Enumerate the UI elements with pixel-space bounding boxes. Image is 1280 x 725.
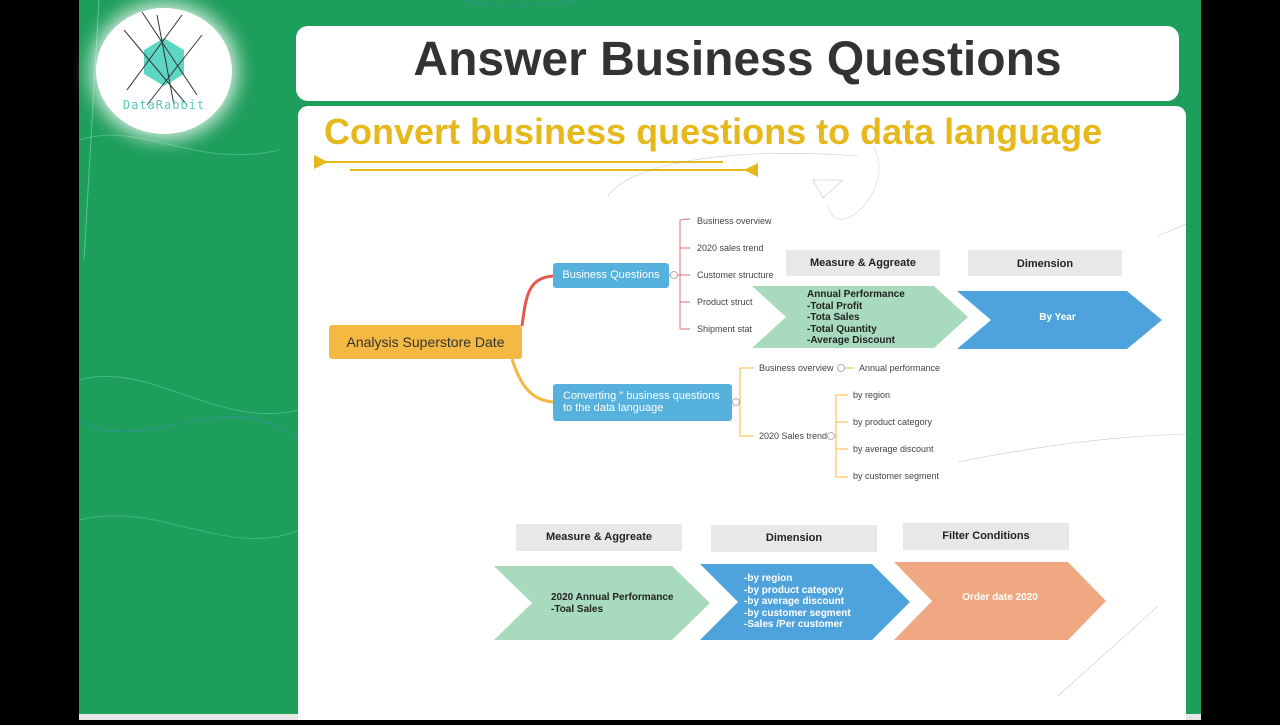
top-dimension-text: By Year [1039, 312, 1076, 323]
top-measure-line: Annual Performance [807, 289, 905, 300]
bq-leaf: Shipment stat [697, 324, 753, 334]
conv-sales-trend: 2020 Sales trend [759, 431, 828, 441]
bottom-dimension-line: -by region [744, 573, 793, 584]
trend-leaf: by customer segment [853, 471, 940, 481]
top-measure-line: -Average Discount [807, 335, 895, 346]
top-measure-text: Annual Performance -Total Profit -Tota S… [807, 289, 905, 347]
trend-leaf: by average discount [853, 444, 934, 454]
bottom-filter-header: Filter Conditions [903, 523, 1069, 550]
trend-leaf: by region [853, 390, 891, 400]
bottom-measure-line: 2020 Annual Performance [551, 592, 674, 603]
top-measure-header: Measure & Aggreate [786, 250, 940, 276]
bq-leaf: 2020 sales trend [697, 243, 764, 253]
bottom-filter-arrow [894, 562, 1108, 646]
title-panel [296, 26, 1179, 101]
bottom-filter-text: Order date 2020 [962, 592, 1038, 603]
bottom-measure-header: Measure & Aggreate [516, 524, 682, 551]
bottom-measure-text: 2020 Annual Performance -Toal Sales [551, 592, 673, 615]
top-dimension-arrow [957, 291, 1163, 354]
bq-leaf: Product struct [697, 297, 753, 307]
converting-node-line1: Converting " business questions [563, 390, 720, 402]
bottom-dimension-header: Dimension [711, 525, 877, 552]
logo-icon [112, 10, 212, 115]
top-measure-arrow [752, 286, 970, 353]
bottom-dimension-text: -by region -by product category -by aver… [744, 573, 851, 631]
top-dimension-header: Dimension [968, 250, 1122, 276]
bq-leaf: Business overview [697, 216, 772, 226]
top-measure-line: -Tota Sales [807, 312, 860, 323]
bottom-dimension-line: -Sales /Per customer [744, 619, 843, 630]
page-title: Answer Business Questions [413, 33, 1062, 86]
background-decoration [79, 0, 1201, 720]
business-questions-node: Business Questions [553, 263, 669, 288]
trend-leaf: by product category [853, 417, 933, 427]
converting-node: Converting " business questions to the d… [553, 384, 732, 421]
mindmap-connectors [298, 106, 1186, 725]
subtitle: Convert business questions to data langu… [324, 111, 1103, 152]
bottom-dimension-line: -by product category [744, 584, 844, 596]
top-measure-line: -Total Quantity [807, 323, 877, 335]
top-measure-line: -Total Profit [807, 300, 863, 312]
bottom-measure-line: -Toal Sales [551, 603, 604, 615]
bottom-measure-arrow [494, 566, 712, 646]
subtitle-underline [298, 106, 1186, 720]
logo-text: DataRabbit [122, 98, 206, 112]
bottom-dimension-line: -by average discount [744, 596, 845, 607]
bq-leaf: Customer structure [697, 270, 774, 280]
bottom-dimension-arrow [700, 564, 912, 646]
bottom-dimension-line: -by customer segment [744, 607, 851, 619]
conv-annual-performance: Annual performance [859, 363, 941, 373]
root-node: Analysis Superstore Date [329, 325, 522, 359]
conv-business-overview: Business overview [759, 363, 834, 373]
converting-node-line2: to the data language [563, 402, 664, 414]
